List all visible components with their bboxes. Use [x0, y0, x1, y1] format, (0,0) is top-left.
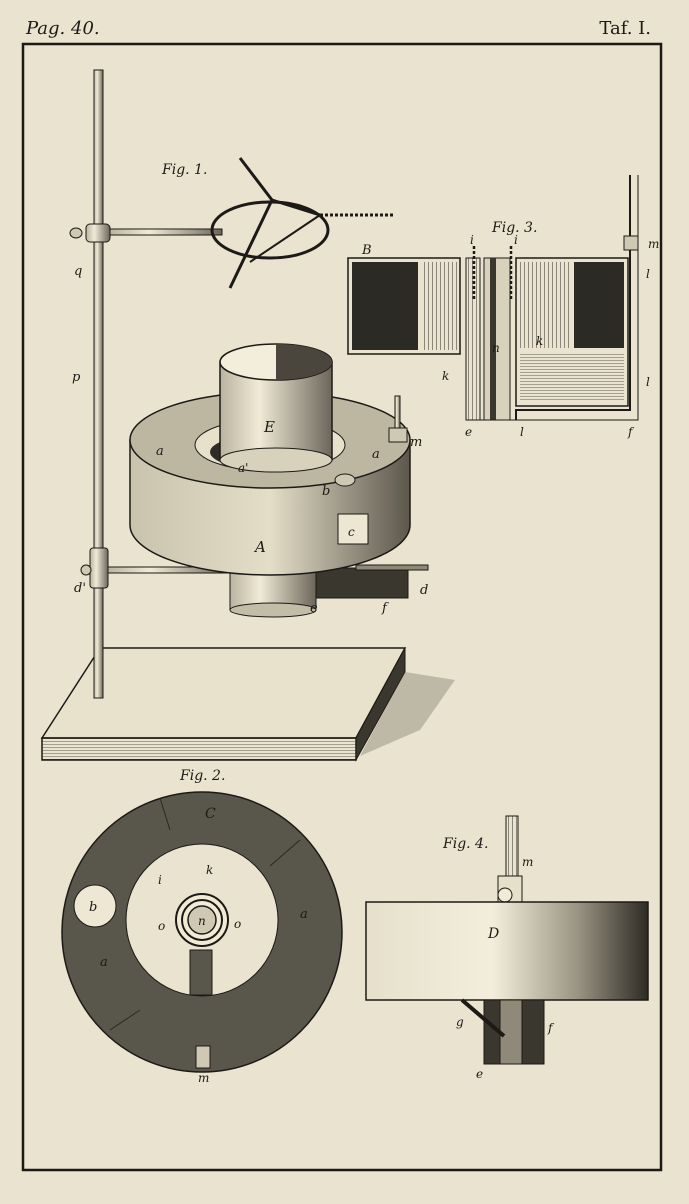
fig3-right-hatch	[520, 262, 572, 348]
fig3-label-l3: l	[520, 425, 524, 439]
fig1-plate-c	[337, 513, 369, 545]
fig2-coil-mid	[181, 899, 223, 941]
fig3-screw-m	[623, 235, 639, 251]
fig3-label-B: B	[361, 243, 372, 258]
fig3-wire-outer-2	[470, 175, 639, 421]
fig4-stem-light	[499, 999, 523, 1065]
fig2-slot	[189, 949, 213, 996]
fig1-label-f: f	[381, 601, 389, 616]
fig3-label-i2: i	[514, 233, 518, 247]
fig4-label-D: D	[487, 926, 499, 942]
fig4-knob	[497, 887, 513, 903]
fig1-cylinder-E-bottom	[219, 447, 333, 473]
fig1-label-a1: a	[156, 444, 164, 459]
figure-4: Fig. 4. m D g f e	[365, 815, 649, 1081]
fig3-label-l2: l	[646, 375, 650, 389]
fig1-base-front	[41, 737, 357, 761]
fig1-wire-5	[249, 214, 321, 263]
fig2-coil-inner	[187, 905, 217, 935]
fig3-label-m: m	[648, 237, 659, 251]
plate-border	[21, 42, 663, 1172]
fig3-label-l1: l	[646, 267, 650, 281]
figure-3: Fig. 3. B i i m l l k k n e l	[347, 175, 659, 439]
fig3-label-k1: k	[536, 334, 543, 348]
fig4-label-e: e	[476, 1067, 483, 1081]
fig4-scale-rod	[505, 815, 519, 881]
fig1-upper-arm	[109, 228, 223, 236]
fig1-wire-3	[271, 198, 321, 217]
fig1-label-A: A	[253, 538, 266, 556]
fig3-center-tube	[483, 257, 511, 421]
fig3-label-f: f	[627, 425, 635, 439]
fig3-title: Fig. 3.	[491, 220, 537, 236]
fig1-label-p: p	[72, 370, 81, 385]
fig3-wire-outer	[515, 175, 631, 420]
fig3-label-n: n	[492, 341, 500, 355]
fig1-label-a-prime: a'	[238, 461, 248, 475]
fig1-wire-2	[228, 199, 274, 289]
fig4-label-g: g	[456, 1015, 464, 1029]
fig1-label-a2: a	[372, 447, 380, 462]
fig3-label-i1: i	[470, 233, 474, 247]
fig1-stand-rod	[93, 69, 104, 699]
fig1-label-d-prime: d'	[74, 581, 86, 596]
fig4-drum-D	[365, 901, 649, 1001]
fig2-label-a1: a	[300, 907, 308, 922]
fig2-label-m: m	[198, 1071, 209, 1085]
fig3-center-core	[490, 258, 496, 420]
fig1-side-rod	[355, 564, 429, 571]
fig1-label-q: q	[74, 264, 82, 279]
fig2-label-b: b	[89, 900, 97, 915]
fig1-cylinder-E-top-shade	[276, 344, 332, 380]
fig1-label-e: e	[310, 601, 318, 616]
fig2-seam-3	[269, 839, 301, 867]
figure-2: Fig. 2. C a a b i k n o o m	[61, 768, 343, 1085]
fig2-title: Fig. 2.	[179, 768, 225, 784]
fig4-label-m: m	[522, 855, 533, 869]
fig1-base-side	[355, 647, 406, 762]
fig2-label-a2: a	[100, 955, 108, 970]
fig1-title: Fig. 1.	[161, 162, 207, 178]
fig1-label-d: d	[420, 583, 428, 598]
fig2-screw-m	[195, 1045, 211, 1069]
fig3-right-dark	[574, 262, 624, 348]
fig1-screw-m	[388, 427, 408, 443]
fig4-strut-g	[460, 998, 506, 1038]
fig3-right-lower	[520, 352, 624, 402]
fig2-seam-1	[159, 797, 171, 831]
fig1-wire-1	[238, 157, 274, 201]
page-number: Pag. 40.	[26, 18, 100, 39]
fig1-label-m: m	[410, 435, 422, 450]
fig1-label-E: E	[263, 418, 275, 436]
fig2-label-C: C	[205, 806, 216, 822]
fig1-shadow	[360, 672, 455, 756]
fig4-title: Fig. 4.	[442, 836, 488, 852]
fig3-left-hatch	[422, 262, 458, 350]
fig1-side-block	[315, 567, 409, 599]
fig2-label-k: k	[206, 863, 213, 877]
fig1-upper-clamp	[85, 223, 111, 243]
fig1-lower-cylinder-base	[229, 602, 317, 618]
fig1-lower-screw	[80, 564, 92, 576]
fig1-label-b: b	[322, 484, 330, 499]
fig1-upper-screw	[69, 227, 83, 239]
fig3-label-k2: k	[442, 369, 449, 383]
fig1-knob-b	[334, 473, 356, 487]
figure-1: Fig. 1.	[40, 69, 455, 762]
fig4-label-f: f	[547, 1021, 555, 1035]
fig2-hole-b	[73, 884, 117, 928]
fig2-label-i: i	[158, 873, 162, 887]
fig1-label-c: c	[348, 525, 355, 539]
fig2-seam-2	[109, 1009, 141, 1031]
fig2-label-o1: o	[158, 919, 165, 933]
fig3-label-e: e	[465, 425, 472, 439]
fig1-lower-clamp	[89, 547, 109, 589]
fig3-left-dark	[352, 262, 418, 350]
plate-number: Taf. I.	[599, 18, 651, 39]
fig2-label-o2: o	[234, 917, 241, 931]
fig2-label-n: n	[198, 914, 206, 928]
